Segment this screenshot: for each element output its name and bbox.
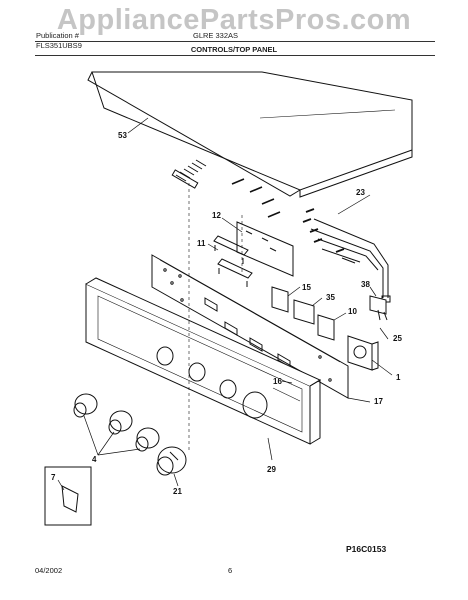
timer	[347, 335, 379, 371]
watermark: AppliancePartsPros.com	[56, 4, 412, 36]
header-rule-bottom	[35, 55, 435, 56]
part-label-4: 4	[92, 455, 97, 464]
part-label-53: 53	[118, 131, 127, 140]
leader-lines	[57, 117, 393, 491]
inset-box	[44, 466, 92, 526]
brand-line-2: FLS351UBS9	[36, 41, 82, 50]
switches	[271, 286, 388, 341]
brand-line-1: Publication #	[36, 31, 79, 40]
part-label-16: 16	[273, 377, 282, 386]
top-panel	[87, 71, 413, 198]
part-label-12: 12	[212, 211, 221, 220]
alignment-lines	[188, 183, 243, 450]
model-number: GLRE 332AS	[193, 31, 239, 40]
console-backplate	[151, 254, 349, 399]
wire-bundle	[302, 208, 391, 303]
page-number: 6	[228, 566, 233, 575]
console-front	[85, 277, 322, 445]
part-label-25: 25	[393, 334, 402, 343]
part-label-23: 23	[356, 188, 365, 197]
part-label-17: 17	[374, 397, 383, 406]
part-label-38: 38	[361, 280, 370, 289]
part-label-11: 11	[197, 239, 206, 248]
part-numbers: 53 23 12 11 15 38 35 10 25 1 16 17 4 29 …	[51, 131, 402, 496]
figure-code: P16C0153	[346, 544, 387, 554]
part-label-1: 1	[396, 373, 401, 382]
part-label-10: 10	[348, 307, 357, 316]
header-rule-top	[35, 41, 435, 42]
control-board	[236, 221, 294, 277]
section-title: CONTROLS/TOP PANEL	[190, 45, 278, 54]
part-label-15: 15	[302, 283, 311, 292]
wire-harness	[171, 159, 281, 218]
publication-date: 04/2002	[35, 566, 63, 575]
part-label-21: 21	[173, 487, 182, 496]
part-label-29: 29	[267, 465, 276, 474]
knobs	[73, 393, 187, 476]
part-label-35: 35	[326, 293, 335, 302]
part-label-7: 7	[51, 473, 56, 482]
